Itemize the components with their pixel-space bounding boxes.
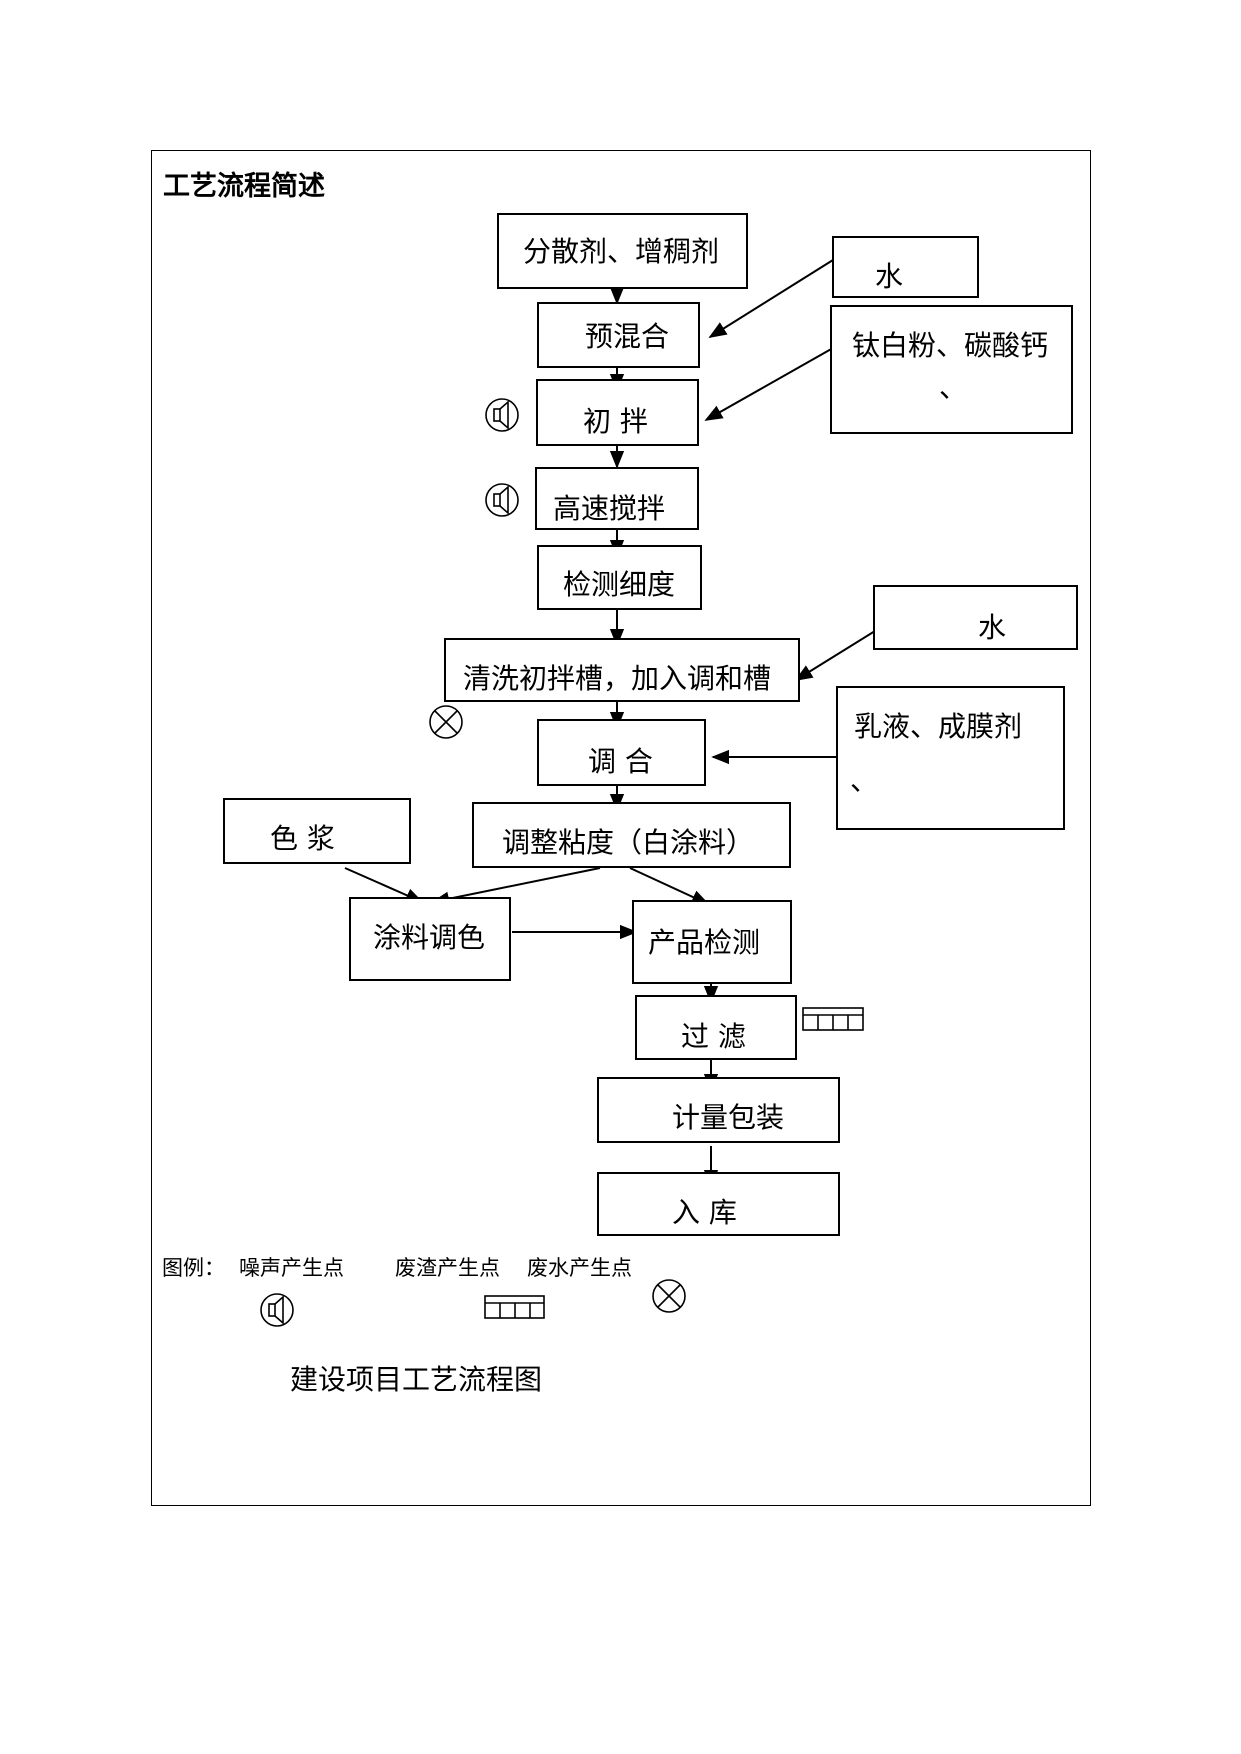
arrow-water2-clean (794, 630, 876, 681)
circle-cross-icon (429, 705, 463, 739)
node-clean-tank: 清洗初拌槽，加入调和槽 (444, 638, 800, 702)
node-premix: 预混合 (537, 302, 700, 368)
speaker-icon (485, 483, 519, 517)
node-storage: 入 库 (597, 1172, 840, 1236)
node-filter: 过 滤 (635, 995, 797, 1060)
diagram-caption: 建设项目工艺流程图 (290, 1363, 543, 1396)
grid-bar-icon (484, 1295, 545, 1319)
arrow-water-premix (708, 259, 834, 338)
section-heading: 工艺流程简述 (163, 171, 325, 202)
arrow-viscosity-product (629, 867, 710, 905)
arrow-pigment-initial (704, 347, 834, 421)
node-dispersant: 分散剂、增稠剂 (497, 213, 748, 289)
speaker-icon (485, 398, 519, 432)
node-initial-mix: 初 拌 (536, 379, 699, 446)
node-high-speed-mix: 高速搅拌 (535, 467, 699, 530)
node-color-paste: 色 浆 (223, 798, 411, 864)
node-packaging: 计量包装 (597, 1077, 840, 1143)
content-frame (151, 150, 1091, 1506)
arrow-viscosity-tinting (431, 867, 601, 906)
node-water-1: 水 (832, 236, 979, 298)
node-viscosity: 调整粘度（白涂料） (472, 802, 791, 868)
node-water-2: 水 (873, 585, 1078, 650)
legend-wastewater-label: 废水产生点 (527, 1256, 632, 1280)
speaker-icon (260, 1293, 294, 1327)
node-fineness-test: 检测细度 (537, 545, 702, 610)
legend-slag-label: 废渣产生点 (395, 1256, 500, 1280)
arrow-paste-tinting (344, 867, 424, 903)
legend-title: 图例： (162, 1256, 225, 1280)
legend-noise-label: 噪声产生点 (239, 1256, 344, 1280)
node-emulsion: 乳液、成膜剂 、 (836, 686, 1065, 830)
node-pigment-filler: 钛白粉、碳酸钙 、 (830, 305, 1073, 434)
grid-bar-icon (802, 1007, 864, 1031)
node-product-test: 产品检测 (632, 900, 792, 984)
node-blend: 调 合 (537, 719, 706, 786)
node-tinting: 涂料调色 (349, 897, 511, 981)
circle-cross-icon (652, 1279, 686, 1313)
